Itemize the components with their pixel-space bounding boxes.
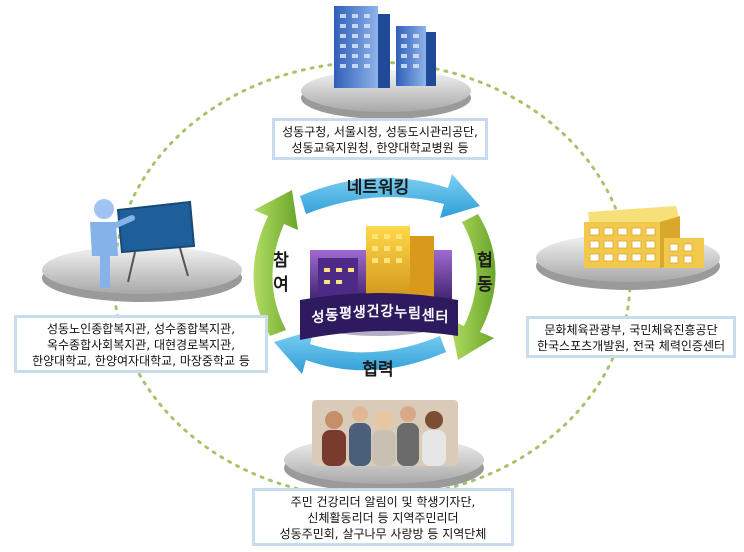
bottom-node [284,400,484,492]
center-hub: 성동평생건강누림센터 [300,226,458,340]
left-org-box: 성동노인종합복지관, 성수종합복지관, 옥수종합사회복지관, 대현경로복지관, … [14,315,268,373]
cycle-arrow-bottom [274,330,446,374]
cycle-arrows [253,174,496,374]
top-org-line: 성동교육지원청, 한양대학교병원 등 [291,141,469,155]
institution-building-icon [584,206,704,268]
right-node [536,206,720,290]
left-node [42,199,242,302]
left-platform [42,246,242,294]
cycle-arrow-right [450,214,496,360]
bottom-org-line: 주민 건강리더 알림이 및 학생기자단, [290,495,476,509]
cycle-label-bottom: 협력 [362,359,393,380]
left-org-line: 성동노인종합복지관, 성수종합복지관, [46,322,236,336]
center-banner [300,293,458,340]
top-node [301,6,471,119]
left-org-line: 한양대학교, 한양여자대학교, 마장중학교 등 [32,354,250,368]
center-title: 성동평생건강누림센터 [312,303,449,326]
teacher-whiteboard-icon [90,199,196,288]
bottom-org-line: 성동주민회, 살구나무 사랑방 등 지역단체 [279,527,487,541]
people-group-photo [312,400,458,466]
left-org-line: 옥수종합사회복지관, 대현경로복지관, [46,338,236,352]
cycle-arrow-top [300,174,480,218]
cycle-label-top: 네트워킹 [347,178,410,198]
right-org-line: 문화체육관광부, 국민체육진흥공단 [544,323,718,337]
bottom-org-box: 주민 건강리더 알림이 및 학생기자단, 신체활동리더 등 지역주민리더 성동주… [252,488,514,546]
right-org-line: 한국스포츠개발원, 전국 체력인증센터 [536,339,726,353]
office-buildings-icon [334,6,436,88]
cycle-arrow-left [253,190,298,336]
top-org-line: 성동구청, 서울시청, 성동도시관리공단, [282,125,478,139]
right-org-box: 문화체육관광부, 국민체육진흥공단 한국스포츠개발원, 전국 체력인증센터 [526,316,736,358]
top-org-box: 성동구청, 서울시청, 성동도시관리공단, 성동교육지원청, 한양대학교병원 등 [272,118,488,160]
bottom-org-line: 신체활동리더 등 지역주민리더 [307,511,459,525]
